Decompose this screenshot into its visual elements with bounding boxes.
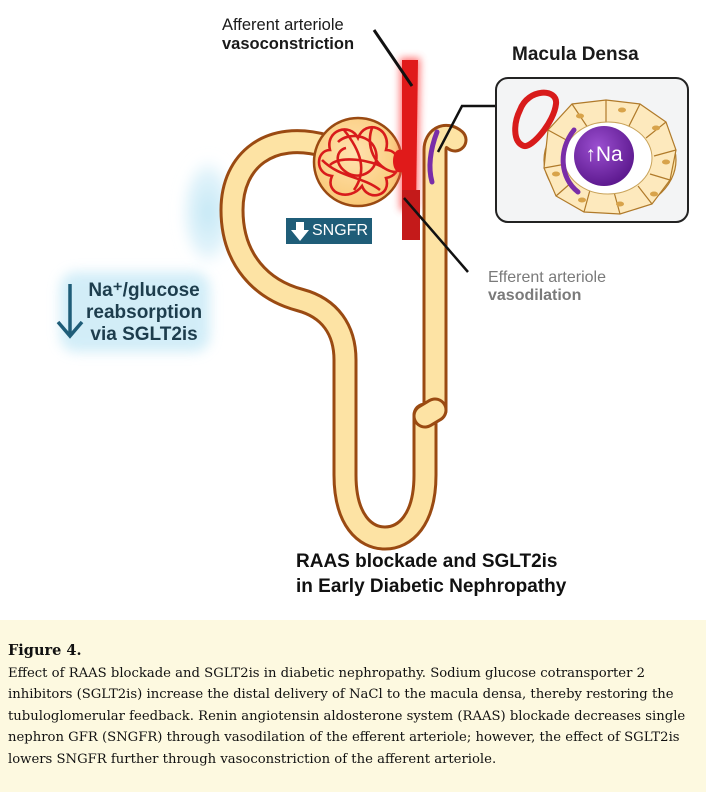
figure-caption-text: Effect of RAAS blockade and SGLT2is in d… xyxy=(8,666,686,767)
sglt-label-line3: via SGLT2is xyxy=(90,323,198,345)
sglt-down-arrow-icon xyxy=(56,284,84,339)
macula-densa-title: Macula Densa xyxy=(512,44,639,65)
raas-title-line1: RAAS blockade and SGLT2is xyxy=(296,551,558,572)
sngfr-label: SNGFR xyxy=(312,222,368,239)
nephron-diagram xyxy=(56,29,689,551)
efferent-pointer-line xyxy=(403,197,469,273)
sglt-label-line1: Na⁺/glucose xyxy=(88,280,200,301)
diagram-figure: Afferent arteriole vasoconstriction Macu… xyxy=(56,16,689,598)
sglt-label-glow xyxy=(60,272,210,352)
macula-densa-streak xyxy=(427,129,440,185)
afferent-arteriole xyxy=(393,58,420,210)
reabsorption-glow xyxy=(180,156,236,268)
afferent-label: Afferent arteriole vasoconstriction xyxy=(222,16,354,54)
sglt-label: Na⁺/glucose reabsorption via SGLT2is xyxy=(86,280,202,346)
sglt-label-line2: reabsorption xyxy=(86,301,203,323)
macula-pointer-line xyxy=(436,104,496,153)
afferent-label-line2: vasoconstriction xyxy=(222,34,355,53)
nephron-tubule xyxy=(219,123,468,551)
down-arrow-icon xyxy=(291,222,309,241)
sngfr-badge xyxy=(286,218,372,244)
glomerulus xyxy=(312,116,404,208)
figure-caption-label: Figure 4. xyxy=(8,642,82,659)
raas-title-line2: in Early Diabetic Nephropathy xyxy=(296,575,567,597)
efferent-label-line1: Efferent arteriole xyxy=(488,269,606,286)
afferent-pointer-line xyxy=(372,29,414,87)
efferent-label: Efferent arteriole vasodilation xyxy=(488,269,606,306)
figure-caption: Figure 4. Effect of RAAS blockade and SG… xyxy=(0,620,706,792)
efferent-label-line2: vasodilation xyxy=(488,287,582,305)
macula-densa-inset xyxy=(495,77,689,223)
afferent-label-line1: Afferent arteriole xyxy=(222,16,344,34)
na-label: ↑Na xyxy=(585,143,623,166)
raas-title: RAAS blockade and SGLT2is in Early Diabe… xyxy=(296,551,566,598)
